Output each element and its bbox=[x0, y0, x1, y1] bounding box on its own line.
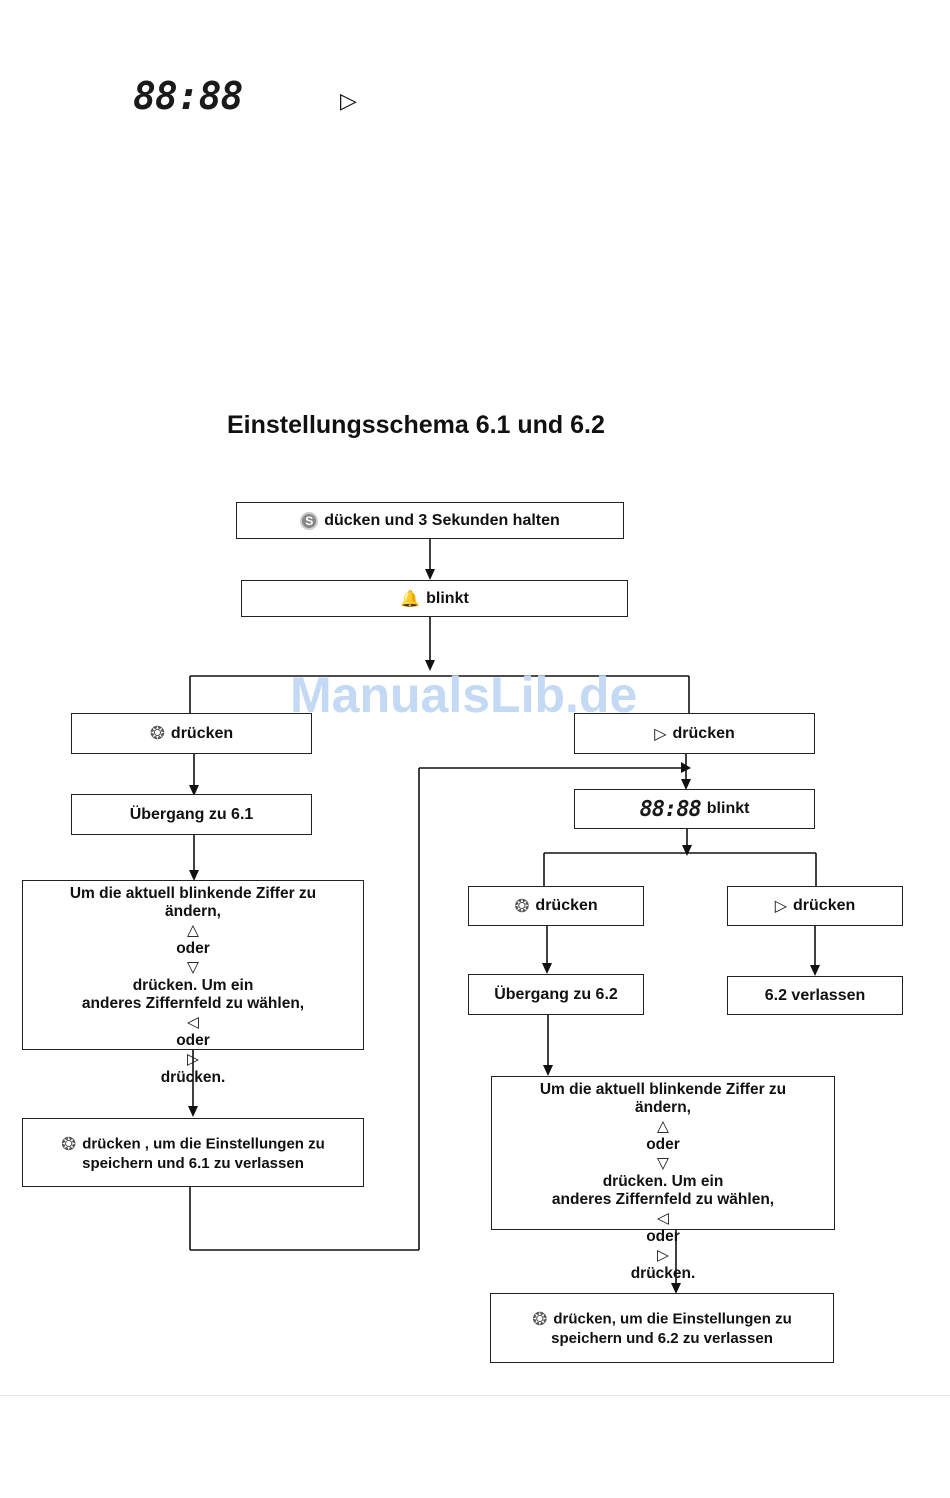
step-press-s-hold-text: dücken und 3 Sekunden halten bbox=[324, 511, 560, 529]
play-triangle-icon: ▷ bbox=[340, 88, 357, 113]
bell-icon: 🔔 bbox=[400, 590, 421, 608]
step-right-press: ▷ drücken bbox=[574, 713, 815, 754]
step-save-6-2: ❂drücken, um die Einstellungen zu speich… bbox=[490, 1293, 834, 1363]
right-triangle-icon: ▷ bbox=[657, 1247, 669, 1264]
step-gear-press-mid: ❂ drücken bbox=[468, 886, 644, 926]
page-divider bbox=[0, 1395, 950, 1396]
step-right-press-2-text: drücken bbox=[793, 897, 856, 914]
instructions-left-line2: ändern, △ oder ▽ drücken. Um ein bbox=[132, 903, 254, 994]
step-digits-blink: 88:88 blinkt bbox=[574, 789, 815, 829]
instructions-right-line4: ▷ drücken. bbox=[630, 1247, 696, 1282]
step-digits-blink-text: blinkt bbox=[706, 800, 750, 817]
step-bell-blinks: 🔔 blinkt bbox=[241, 580, 628, 617]
right-triangle-icon: ▷ bbox=[774, 898, 788, 915]
gear-icon: ❂ bbox=[514, 895, 530, 916]
step-exit-6-2: 6.2 verlassen bbox=[727, 976, 903, 1015]
left-triangle-icon: ◁ bbox=[657, 1210, 669, 1227]
down-triangle-icon: ▽ bbox=[657, 1155, 669, 1172]
instructions-right-line3: anderes Ziffernfeld zu wählen, ◁ oder bbox=[551, 1191, 775, 1245]
up-triangle-icon: △ bbox=[657, 1118, 669, 1135]
step-exit-6-2-text: 6.2 verlassen bbox=[764, 986, 866, 1004]
step-save-6-2-line2: speichern und 6.2 zu verlassen bbox=[551, 1330, 773, 1347]
diagram-title: Einstellungsschema 6.1 und 6.2 bbox=[227, 411, 605, 439]
step-save-6-1: ❂drücken , um die Einstellungen zu speic… bbox=[22, 1118, 364, 1187]
step-bell-blinks-text: blinkt bbox=[426, 589, 469, 607]
instructions-right-line2: ändern, △ oder ▽ drücken. Um ein bbox=[602, 1099, 724, 1190]
instructions-left-line4: ▷ drücken. bbox=[160, 1051, 226, 1086]
lcd-display-digits: 88:88 bbox=[133, 74, 243, 118]
step-gear-press-mid-text: drücken bbox=[535, 897, 598, 914]
up-triangle-icon: △ bbox=[187, 922, 199, 939]
lcd-digits-icon: 88:88 bbox=[639, 796, 702, 822]
step-goto-6-1: Übergang zu 6.1 bbox=[71, 794, 312, 835]
step-right-press-text: drücken bbox=[672, 724, 735, 742]
left-triangle-icon: ◁ bbox=[187, 1014, 199, 1031]
step-save-6-2-line1: ❂drücken, um die Einstellungen zu bbox=[532, 1309, 792, 1329]
s-button-icon: S bbox=[300, 511, 319, 530]
step-goto-6-1-text: Übergang zu 6.1 bbox=[129, 805, 254, 823]
instructions-left-line1: Um die aktuell blinkende Ziffer zu bbox=[69, 885, 317, 902]
down-triangle-icon: ▽ bbox=[187, 959, 199, 976]
gear-icon: ❂ bbox=[532, 1309, 548, 1329]
step-save-6-1-line2: speichern und 6.1 zu verlassen bbox=[82, 1154, 304, 1172]
right-triangle-icon: ▷ bbox=[654, 725, 667, 743]
gear-icon: ❂ bbox=[149, 723, 165, 743]
gear-icon: ❂ bbox=[61, 1133, 77, 1154]
instructions-right-line1: Um die aktuell blinkende Ziffer zu bbox=[539, 1081, 787, 1098]
instructions-left-line3: anderes Ziffernfeld zu wählen, ◁ oder bbox=[81, 995, 305, 1049]
step-save-6-1-line1: ❂drücken , um die Einstellungen zu bbox=[61, 1133, 325, 1154]
instructions-right: Um die aktuell blinkende Ziffer zu änder… bbox=[491, 1076, 835, 1282]
step-goto-6-2: Übergang zu 6.2 bbox=[468, 974, 644, 1015]
step-press-s-hold: S dücken und 3 Sekunden halten bbox=[236, 502, 624, 539]
right-triangle-icon: ▷ bbox=[187, 1051, 199, 1068]
step-right-press-2: ▷ drücken bbox=[727, 886, 903, 926]
instructions-left: Um die aktuell blinkende Ziffer zu änder… bbox=[22, 880, 364, 1086]
step-gear-press-left: ❂ drücken bbox=[71, 713, 312, 754]
step-gear-press-left-text: drücken bbox=[170, 724, 234, 742]
step-goto-6-2-text: Übergang zu 6.2 bbox=[494, 985, 618, 1003]
